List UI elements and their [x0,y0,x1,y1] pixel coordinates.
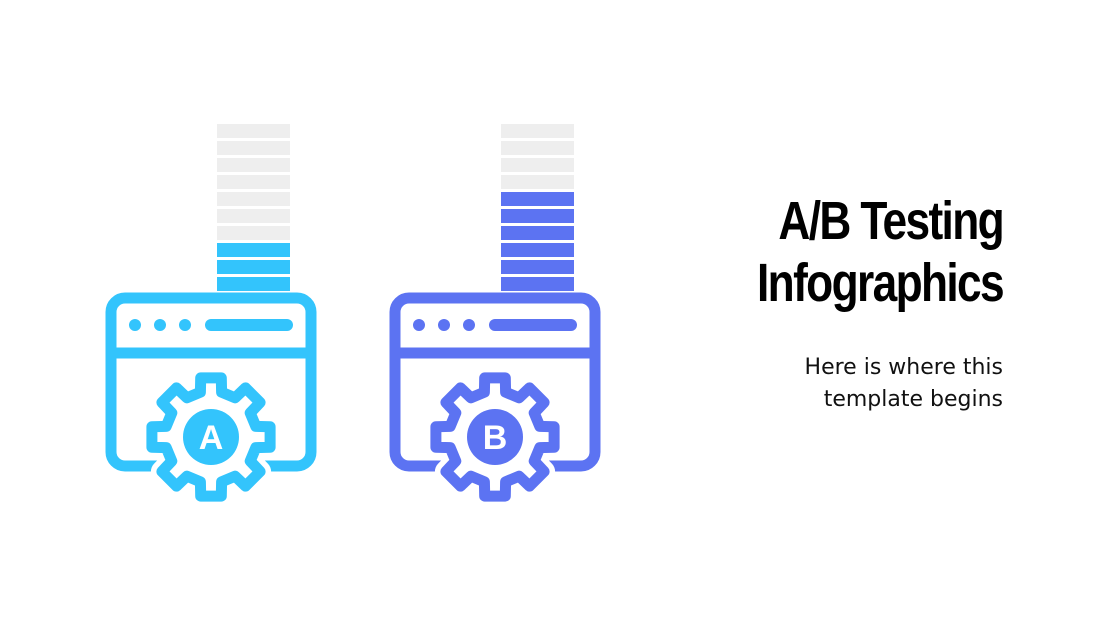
meter-segment-empty [501,124,574,138]
title-line-1: A/B Testing [778,191,1004,251]
title-line-2: Infographics [756,253,1005,313]
browser-gear-icon: A [105,292,317,506]
meter-segment-filled [501,260,574,274]
variant-b: B [389,124,609,524]
meter-segment-empty [501,175,574,189]
meter-segment-filled [501,192,574,206]
subtitle-line-2: template begins [823,387,1003,412]
meter-segment-empty [217,124,290,138]
meter-segment-empty [217,226,290,240]
meter-segment-empty [501,158,574,172]
page-title: A/B Testing Infographics [756,190,1005,314]
meter-segment-filled [217,277,290,291]
variant-b-meter [501,124,574,294]
meter-segment-empty [217,141,290,155]
variant-a-meter [217,124,290,294]
variant-label: A [199,419,224,457]
browser-gear-icon: B [389,292,601,506]
meter-segment-empty [501,141,574,155]
subtitle-line-1: Here is where this [804,355,1003,380]
meter-segment-empty [217,158,290,172]
meter-segment-filled [217,260,290,274]
meter-segment-empty [217,175,290,189]
meter-segment-empty [217,209,290,223]
variant-a: A [105,124,325,524]
meter-segment-empty [217,192,290,206]
meter-segment-filled [501,277,574,291]
meter-segment-filled [217,243,290,257]
subtitle: Here is where this template begins [805,352,1003,416]
meter-segment-filled [501,209,574,223]
meter-segment-filled [501,226,574,240]
variant-label: B [483,419,508,457]
meter-segment-filled [501,243,574,257]
